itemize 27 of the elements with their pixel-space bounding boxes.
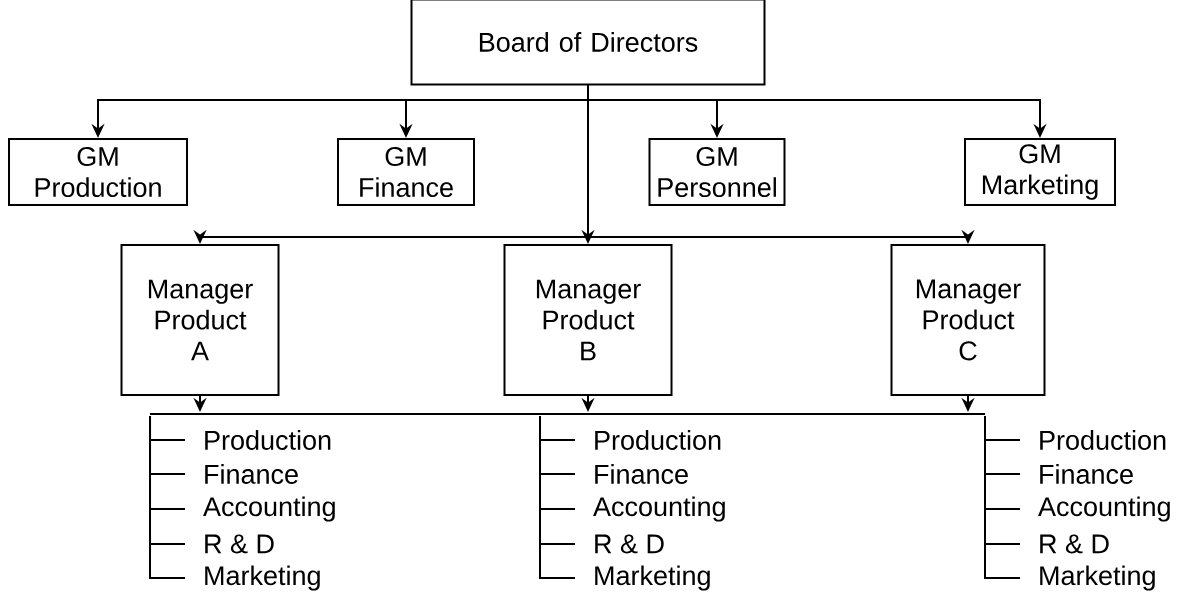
unit-label: Marketing [595, 565, 710, 591]
unit-label: Marketing [1040, 565, 1155, 591]
unit-label: Accounting [593, 496, 725, 522]
board-box: Board of Directors [410, 0, 766, 86]
manager-box: Manager Product C [890, 244, 1046, 396]
department-box: GM Production [8, 138, 188, 206]
unit-label: Accounting [1038, 496, 1170, 522]
unit-label: R & D [205, 534, 274, 554]
unit-label: R & D [595, 534, 664, 554]
branch-line [539, 415, 576, 579]
unit-label: Production [595, 430, 721, 450]
unit-label: Finance [205, 464, 298, 484]
unit-label: Production [1040, 430, 1166, 450]
department-box: GM Personnel [648, 138, 786, 206]
manager-box: Manager Product B [503, 244, 673, 396]
branch-line [149, 415, 186, 579]
unit-label: R & D [1040, 534, 1109, 554]
branch-line [984, 415, 1021, 579]
unit-label: Accounting [203, 496, 335, 522]
unit-label: Production [205, 430, 331, 450]
department-box: GM Finance [337, 138, 475, 206]
unit-label: Finance [1040, 464, 1133, 484]
manager-box: Manager Product A [120, 244, 280, 396]
unit-label: Marketing [205, 565, 320, 591]
department-box: GM Marketing [964, 138, 1116, 206]
bus-line [150, 413, 985, 415]
unit-label: Finance [595, 464, 688, 484]
